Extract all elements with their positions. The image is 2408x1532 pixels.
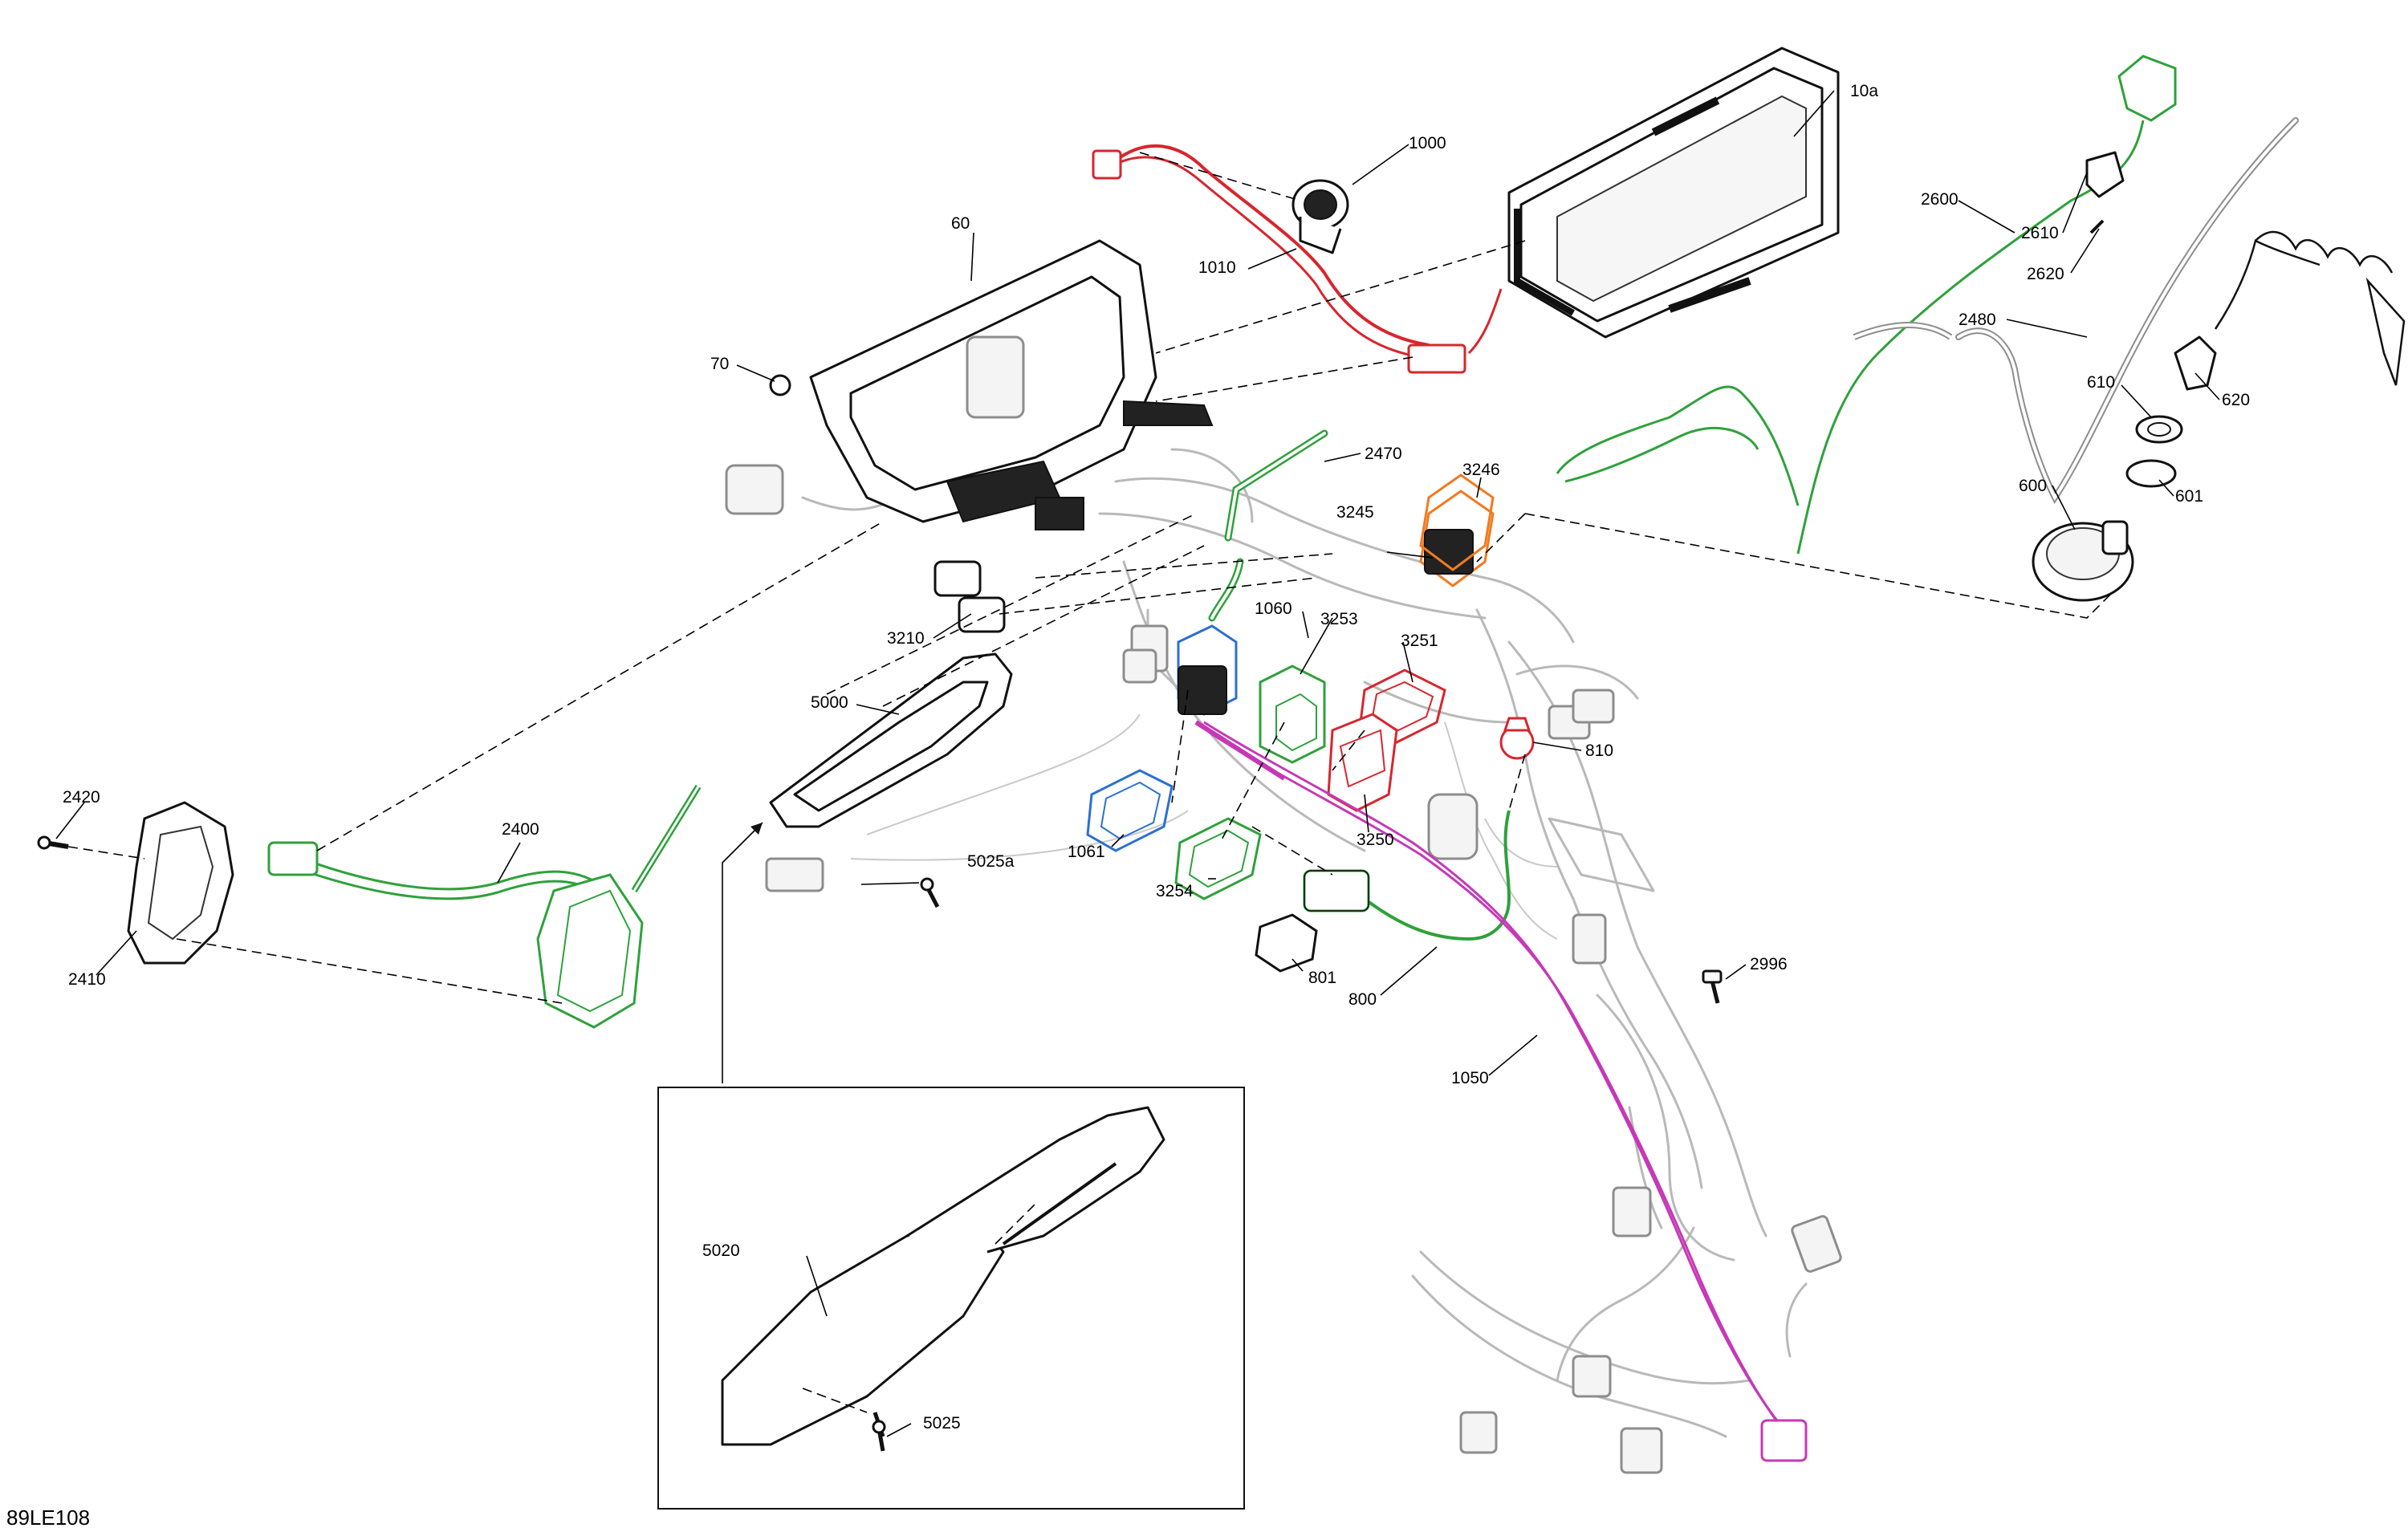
switch-600: [2032, 520, 2134, 602]
screw-2420: [37, 835, 69, 850]
part-labels: 10a 1000 60 1010 70 2470 3246 3245 2600 …: [63, 82, 2250, 1432]
tube-2470: [1208, 429, 1328, 622]
cap-810: [1499, 717, 1535, 760]
inset-arrow: [722, 822, 763, 1083]
label-2400: 2400: [502, 820, 539, 839]
cable-2480: [1853, 117, 2299, 504]
label-2470: 2470: [1365, 445, 1402, 463]
harness-1010: [1092, 144, 1503, 374]
assembly-lines: [67, 152, 2112, 1413]
connectors-3210: [934, 560, 1006, 633]
label-70: 70: [710, 355, 729, 373]
washer-601: [2125, 459, 2177, 488]
screw-5025: [872, 1420, 886, 1452]
label-2600: 2600: [1921, 190, 1959, 209]
screw-2620: [2089, 219, 2105, 234]
label-1010: 1010: [1198, 258, 1236, 277]
label-3250: 3250: [1357, 831, 1394, 849]
label-610: 610: [2087, 373, 2115, 392]
label-5025a: 5025a: [967, 852, 1015, 871]
label-800: 800: [1348, 990, 1377, 1009]
switch-1060: [1177, 624, 1238, 716]
label-5020: 5020: [702, 1241, 740, 1260]
switch-assembly-2400: [267, 784, 702, 1029]
instrument-cluster-10a: [1507, 47, 1840, 339]
label-3246: 3246: [1462, 461, 1500, 479]
label-1060: 1060: [1255, 599, 1292, 618]
harness-1050: [1194, 720, 1808, 1462]
housing-2410: [127, 801, 234, 965]
lanyard-620: [2174, 231, 2406, 391]
switch-3253: [1259, 664, 1326, 764]
switch-3250: [1327, 713, 1398, 812]
label-3254: 3254: [1156, 882, 1194, 900]
sensor-2610: [2085, 151, 2125, 198]
label-601: 601: [2175, 487, 2203, 506]
label-3210: 3210: [887, 629, 925, 648]
inset-detail-box: [657, 1087, 1245, 1510]
label-1050: 1050: [1451, 1069, 1489, 1087]
nut-610: [2135, 415, 2183, 444]
label-2610: 2610: [2021, 224, 2059, 242]
label-2420: 2420: [63, 788, 100, 807]
label-2996: 2996: [1750, 955, 1788, 973]
instrument-bracket-60: [809, 239, 1214, 530]
label-60: 60: [951, 214, 970, 233]
label-3245: 3245: [1336, 503, 1374, 522]
switch-3245: [1419, 490, 1495, 587]
harness-800: [1303, 810, 1511, 941]
label-1000: 1000: [1409, 134, 1446, 152]
bezel-3246: [1419, 473, 1495, 571]
screw-70: [769, 374, 791, 396]
label-1061: 1061: [1068, 843, 1105, 861]
gasket-801: [1255, 913, 1318, 973]
label-2620: 2620: [2027, 265, 2064, 283]
screw-2996: [1702, 969, 1723, 1004]
diagram-code: 89LE108: [6, 1506, 90, 1530]
label-620: 620: [2222, 391, 2250, 409]
label-3253: 3253: [1320, 610, 1358, 628]
label-5000: 5000: [811, 693, 848, 712]
cover-5000: [769, 652, 1013, 828]
bezel-3254: [1174, 817, 1262, 900]
screw-5025a: [920, 877, 940, 908]
label-5025: 5025: [923, 1414, 961, 1432]
power-outlet-1000: [1291, 179, 1349, 254]
bezel-1061: [1086, 769, 1173, 852]
label-10a: 10a: [1850, 82, 1878, 100]
label-2480: 2480: [1959, 311, 1996, 329]
leader-lines: [55, 90, 2220, 1437]
label-600: 600: [2019, 477, 2047, 495]
label-3251: 3251: [1401, 632, 1438, 650]
label-2410: 2410: [68, 970, 106, 989]
label-810: 810: [1585, 742, 1613, 760]
label-801: 801: [1308, 969, 1336, 987]
